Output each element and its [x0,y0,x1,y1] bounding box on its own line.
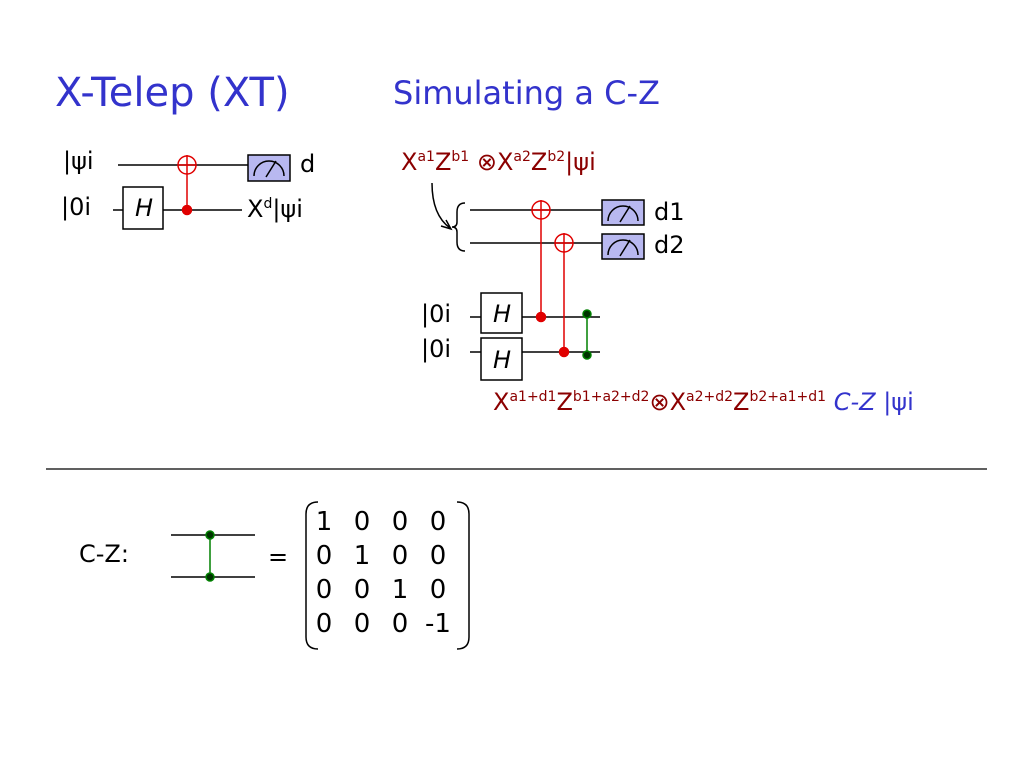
matrix-cell: 0 [391,609,409,639]
matrix-cell: 1 [315,507,333,537]
h-box-1 [480,292,523,334]
cz-symbol [171,530,255,582]
xt-meter-icon [247,154,291,182]
equals-sign: = [268,543,289,571]
bottom-expression: Xa1+d1Zb1+a2+d2⊗Xa2+d2Zb2+a1+d1 C-Z |ψi [493,388,914,416]
h-box-2 [480,337,523,381]
xt-input-psi: |ψi [63,147,94,175]
cz-dot-1 [582,309,592,319]
matrix-left-bracket [305,501,319,650]
xt-h-label: H [135,194,154,222]
meter-icon-1 [601,199,645,226]
matrix-cell: 0 [315,609,333,639]
top-expression: Xa1Zb1 ⊗Xa2Zb2|ψi [401,148,596,176]
h-label-1: H [493,300,512,328]
matrix-cell: 0 [429,507,447,537]
matrix-cell: 0 [429,575,447,605]
matrix-cell: 0 [429,541,447,571]
label-d2: d2 [654,231,685,259]
ancilla-label-1: |0i [421,300,452,328]
matrix-cell: 0 [353,507,371,537]
matrix-cell: 0 [391,541,409,571]
matrix-cell: 0 [315,575,333,605]
matrix-cell: 0 [353,575,371,605]
matrix-right-bracket [456,501,470,650]
cz-label: C-Z: [79,540,129,568]
ancilla-label-2: |0i [421,335,452,363]
matrix-cell: 0 [315,541,333,571]
left-title: X-Telep (XT) [55,70,290,116]
matrix-cell: -1 [425,609,451,639]
cnot-control-1 [535,311,547,323]
xt-cnot-control [181,204,193,216]
xt-input-zero: |0i [61,193,92,221]
brace [451,202,466,252]
xt-circuit [113,154,291,230]
matrix-cell: 1 [391,575,409,605]
cz-sim-circuit [431,182,645,381]
curved-arrow [431,182,451,229]
cz-dot-2 [582,350,592,360]
cnot-control-2 [558,346,570,358]
matrix-cell: 0 [391,507,409,537]
xt-out-d: d [300,150,316,178]
xt-h-box [122,186,164,230]
matrix-cell: 0 [353,609,371,639]
right-title: Simulating a C-Z [393,74,660,112]
xt-out-x: Xd|ψi [247,195,303,223]
meter-icon-2 [601,233,645,260]
matrix-cell: 1 [353,541,371,571]
h-label-2: H [493,346,512,374]
label-d1: d1 [654,198,685,226]
